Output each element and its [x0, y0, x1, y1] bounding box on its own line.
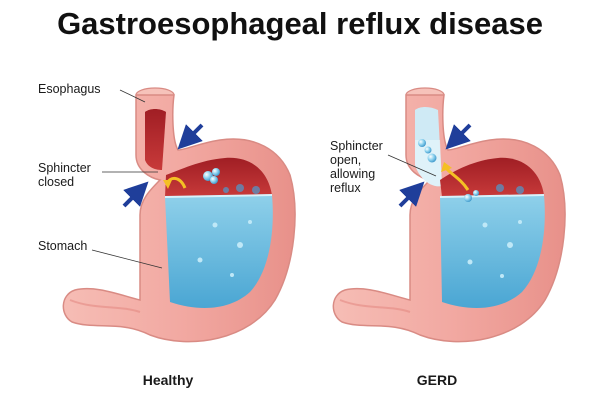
caption-healthy: Healthy [143, 372, 194, 388]
stomach-fluid [165, 195, 273, 308]
label-sphincter-line2: open, [330, 153, 361, 167]
arrow-icon [177, 123, 204, 150]
label-stomach: Stomach [38, 239, 87, 253]
arrow-icon [398, 181, 425, 208]
label-sphincter-line1: Sphincter [330, 139, 383, 153]
label-sphincter-line3: allowing [330, 167, 375, 181]
bubble-icon [197, 168, 260, 277]
label-sphincter-line4: reflux [330, 181, 361, 195]
arrow-icon [122, 181, 149, 208]
bubble-icon [418, 139, 524, 278]
arrow-icon [445, 123, 472, 150]
label-sphincter-line2: closed [38, 175, 74, 189]
panel-healthy: Esophagus Sphincter closed Stomach Healt… [38, 82, 296, 388]
page-title: Gastroesophageal reflux disease [57, 6, 543, 41]
label-sphincter-line1: Sphincter [38, 161, 91, 175]
caption-gerd: GERD [417, 372, 457, 388]
stomach-lumen-upper [165, 157, 272, 197]
label-esophagus: Esophagus [38, 82, 101, 96]
panel-gerd: Sphincter open, allowing reflux GERD [330, 87, 566, 388]
reflux-arrow-icon [444, 166, 470, 191]
esophagus-lumen [145, 109, 166, 170]
